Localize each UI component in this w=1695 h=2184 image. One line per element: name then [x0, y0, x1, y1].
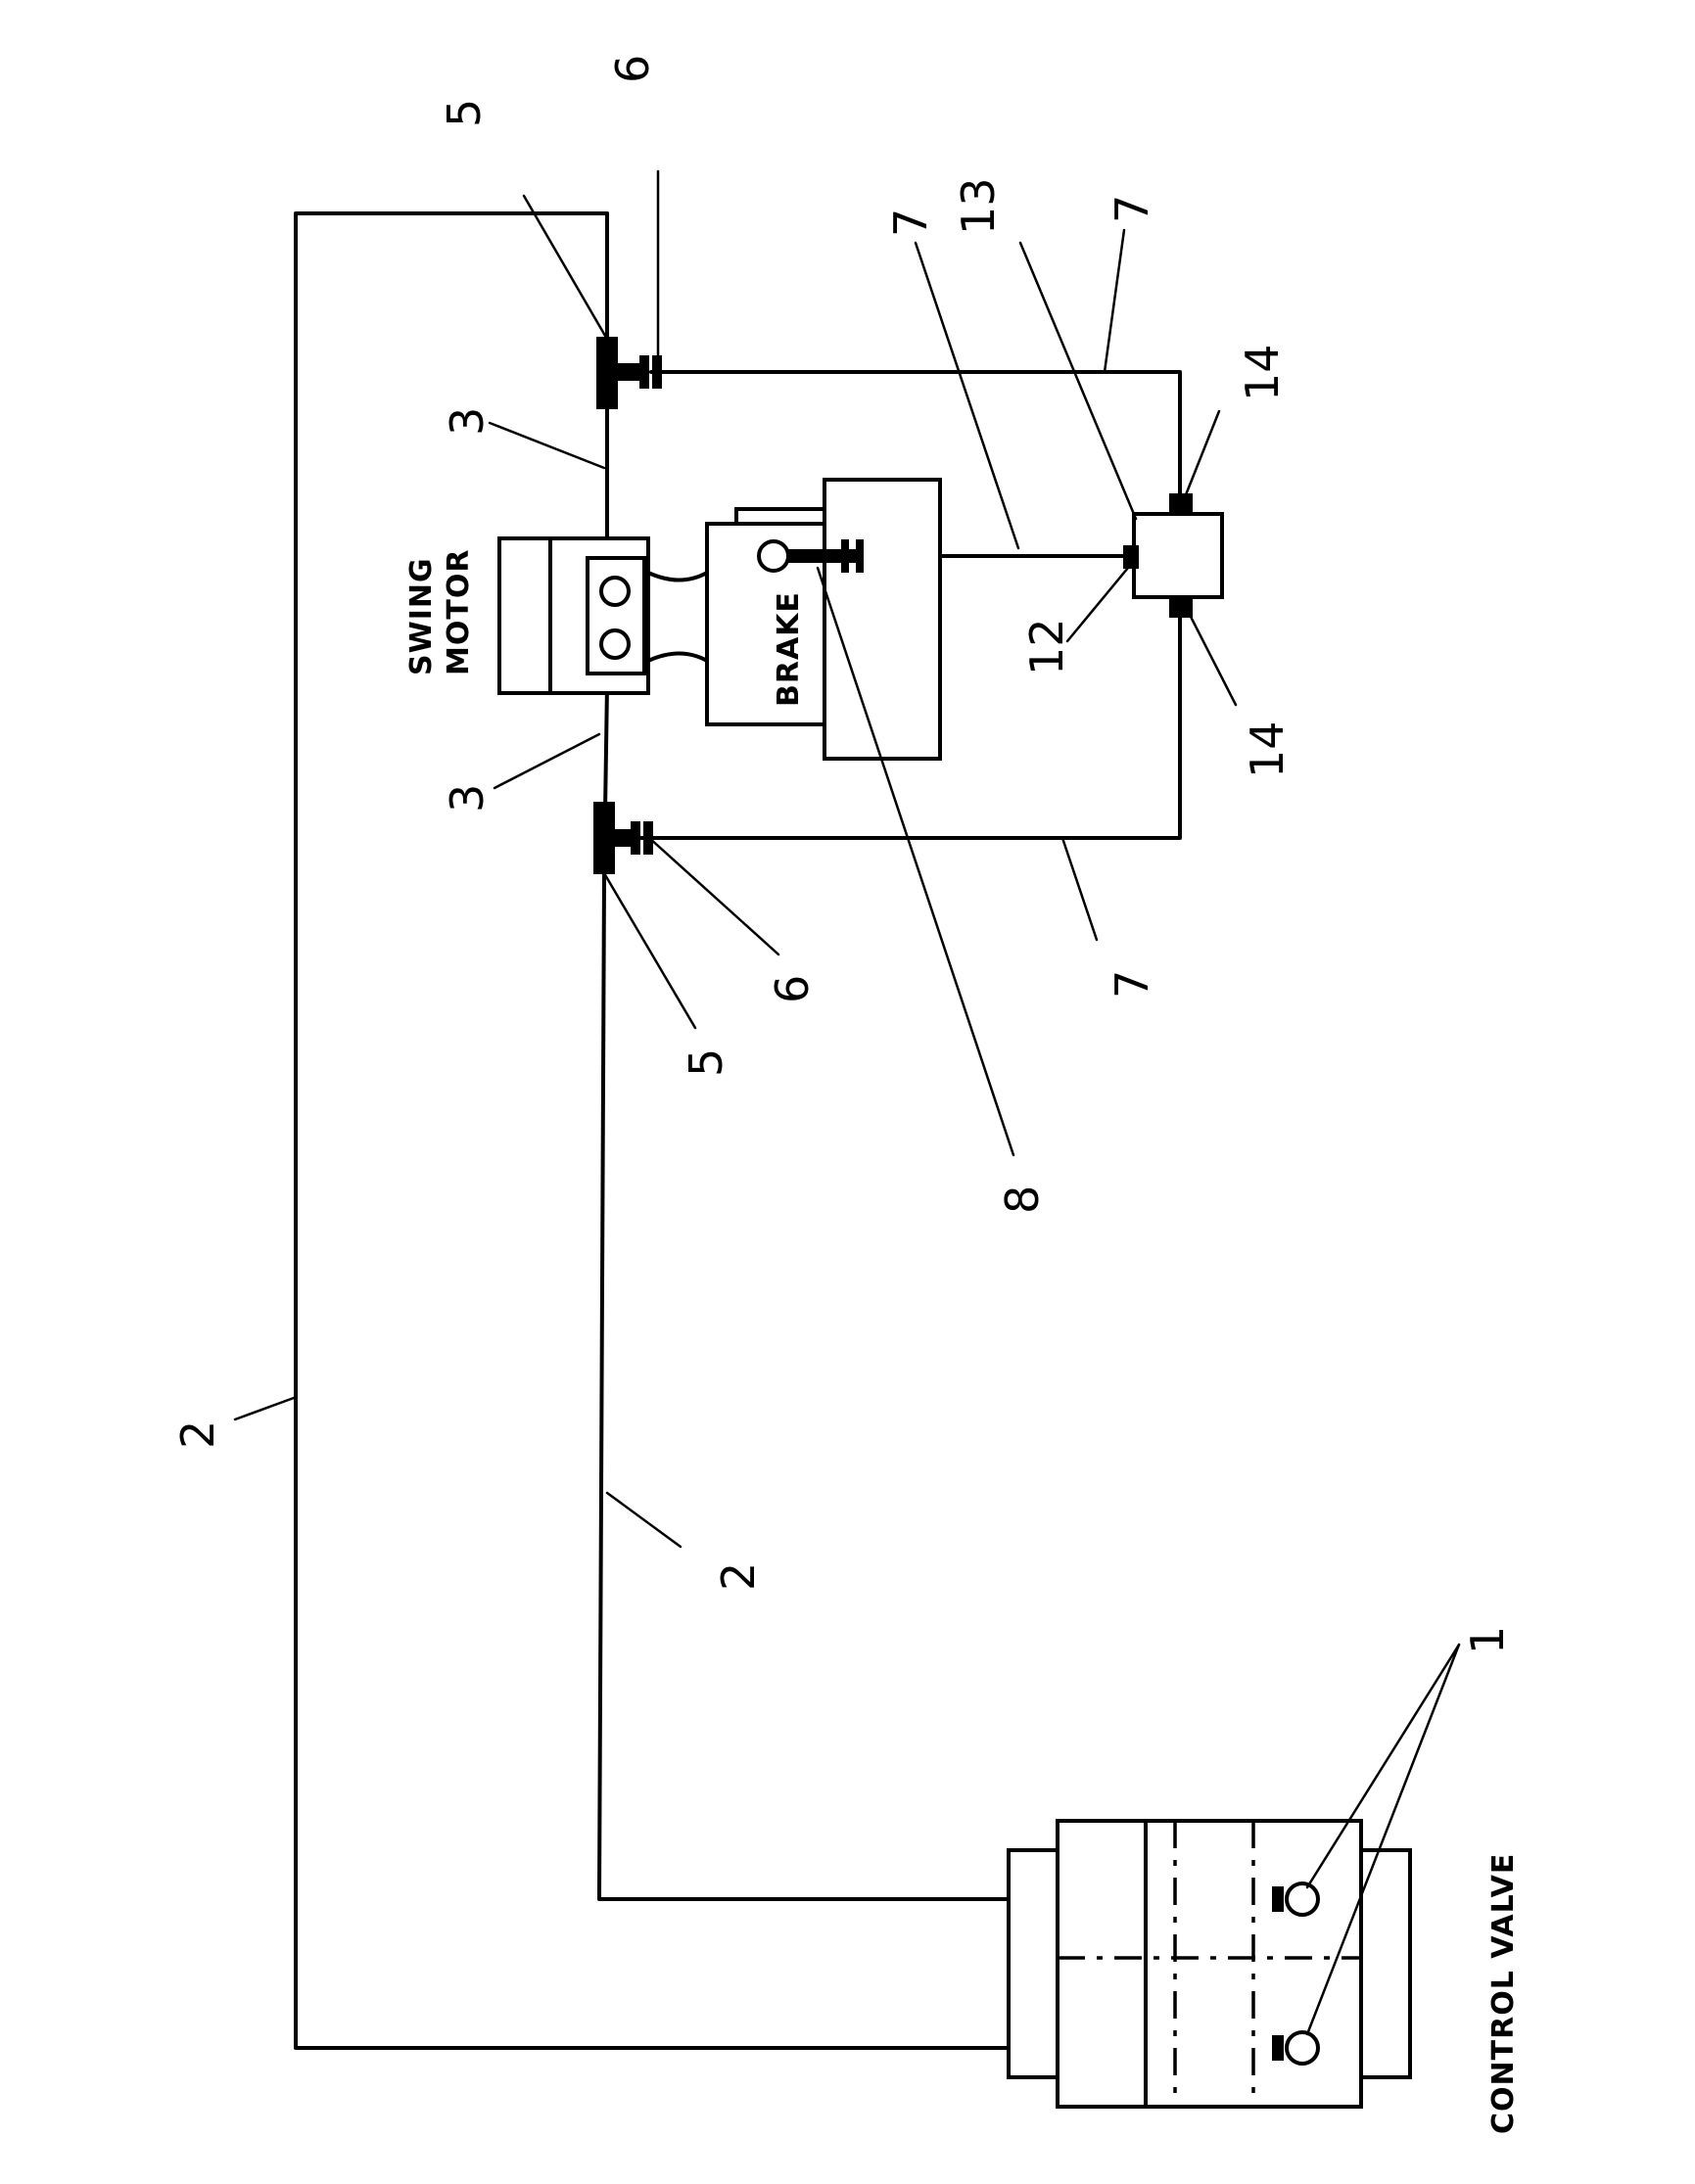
callout-7-upper-right: 7	[1106, 195, 1158, 223]
callout-8: 8	[996, 1185, 1049, 1214]
callout-3-lower: 3	[441, 784, 494, 813]
label-motor: MOTOR	[442, 549, 476, 675]
callout-12: 12	[1020, 618, 1073, 675]
callout-6-lower: 6	[766, 975, 819, 1003]
label-control-valve: CONTROL VALVE	[1486, 1853, 1521, 2134]
junction-block	[1123, 493, 1224, 618]
brake-assembly	[705, 478, 942, 761]
callout-6-upper: 6	[606, 55, 659, 83]
callout-leaders	[233, 169, 1461, 2036]
callout-2-outer: 2	[171, 1420, 224, 1449]
control-valve	[1007, 1819, 1412, 2109]
callout-5-upper: 5	[438, 99, 491, 127]
callout-14-upper: 14	[1236, 344, 1289, 401]
callout-7-upper-mid: 7	[884, 209, 937, 237]
callout-13: 13	[952, 177, 1005, 235]
callout-1: 1	[1461, 1626, 1514, 1654]
tee-fitting-lower	[593, 802, 653, 874]
hose-7-lower	[635, 600, 1182, 840]
callout-5-lower: 5	[680, 1048, 732, 1077]
callout-14-lower: 14	[1241, 720, 1294, 778]
label-brake: BRAKE	[772, 591, 806, 707]
label-swing: SWING	[404, 557, 439, 675]
hose-2-inner	[597, 874, 1280, 1901]
callout-3-upper: 3	[441, 407, 494, 436]
swing-motor	[497, 536, 709, 695]
hose-7-upper	[649, 370, 1182, 511]
hose-2-outer	[294, 211, 1280, 2050]
callout-2-inner: 2	[712, 1562, 765, 1591]
callout-7-lower: 7	[1106, 970, 1158, 999]
